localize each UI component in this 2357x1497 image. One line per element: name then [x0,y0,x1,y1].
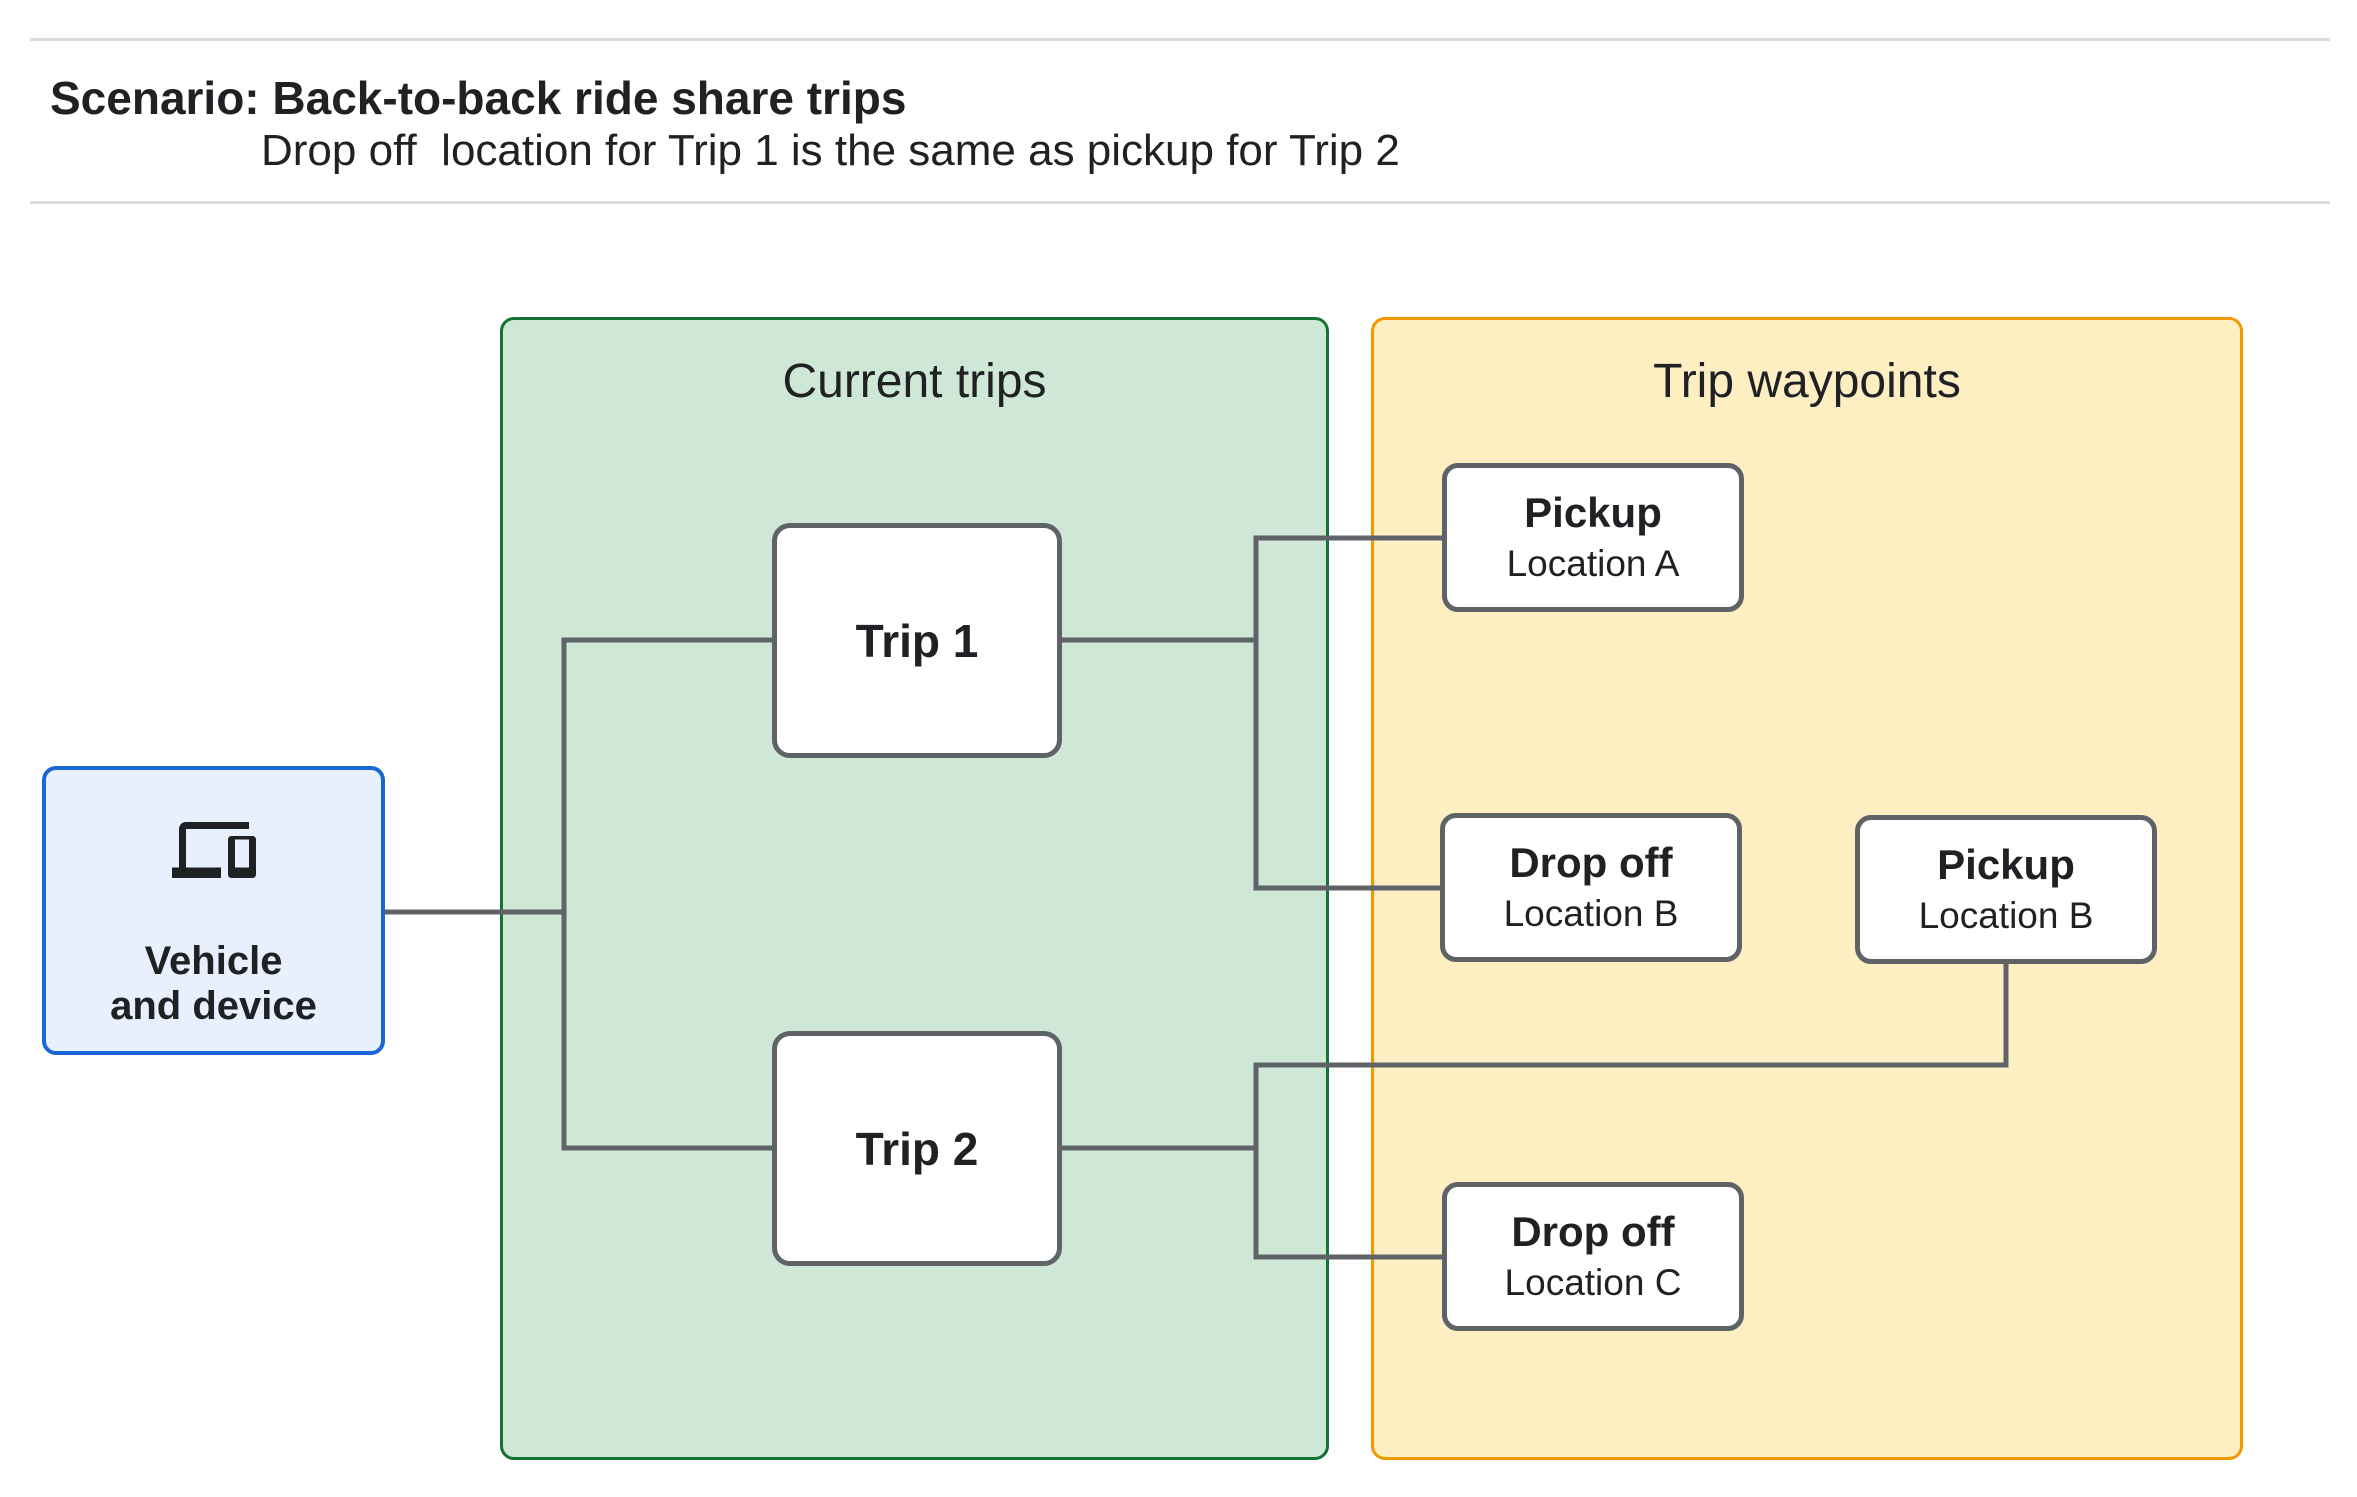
devices-icon [46,822,381,878]
page-title: Scenario: Back-to-back ride share trips [50,72,907,124]
current-trips-title: Current trips [782,355,1047,408]
waypoint-pickup-location-b: Pickup Location B [1855,815,2157,964]
trip-1-node: Trip 1 [772,523,1062,758]
vehicle-node-label: Vehicle and device [46,939,381,1029]
page-subtitle: Drop off location for Trip 1 is the same… [261,126,1400,175]
waypoint-type: Drop off [1509,839,1673,887]
header-divider [30,201,2330,204]
trip-2-label: Trip 2 [855,1122,979,1175]
vehicle-label-line1: Vehicle [144,939,283,984]
trip-2-node: Trip 2 [772,1031,1062,1266]
trip-1-label: Trip 1 [855,614,979,667]
top-divider [30,38,2330,41]
vehicle-node: Vehicle and device [42,766,385,1055]
waypoint-pickup-location-a: Pickup Location A [1442,463,1744,612]
waypoint-location: Location C [1504,1262,1682,1304]
vehicle-label-line2: and device [110,984,317,1029]
waypoint-dropoff-location-b: Drop off Location B [1440,813,1742,962]
waypoint-location: Location A [1506,543,1680,585]
waypoint-type: Pickup [1524,489,1662,537]
current-trips-group: Current trips [500,317,1329,1460]
waypoint-dropoff-location-c: Drop off Location C [1442,1182,1744,1331]
trip-waypoints-title: Trip waypoints [1653,355,1961,408]
waypoint-type: Pickup [1937,841,2075,889]
waypoint-location: Location B [1918,895,2094,937]
waypoint-type: Drop off [1511,1208,1675,1256]
waypoint-location: Location B [1503,893,1679,935]
